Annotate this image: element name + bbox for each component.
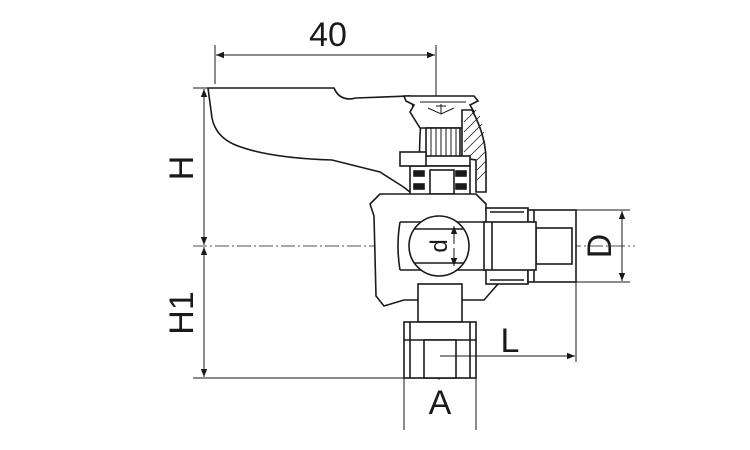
dimension-label-h: H (163, 156, 201, 181)
valve-handle (207, 87, 480, 203)
dimension-label-h1: H1 (163, 291, 201, 334)
dimension-label-a: A (429, 384, 452, 422)
inlet-fitting (403, 283, 477, 379)
dimension-label-d: D (581, 234, 619, 259)
dimension-label-l: L (501, 322, 520, 360)
dimension-height: H H1 (163, 87, 405, 379)
dimension-outlet-length: L (440, 282, 577, 362)
bonnet-section (461, 109, 487, 193)
valve-body: d (369, 193, 499, 307)
outlet-fitting (483, 207, 577, 285)
bore-label-d: d (426, 239, 453, 252)
dimension-inlet-thread: A (403, 378, 477, 430)
dimension-width: 40 (214, 16, 437, 97)
dimension-label-width: 40 (309, 16, 347, 54)
dimension-outlet-diameter: D (576, 209, 630, 283)
